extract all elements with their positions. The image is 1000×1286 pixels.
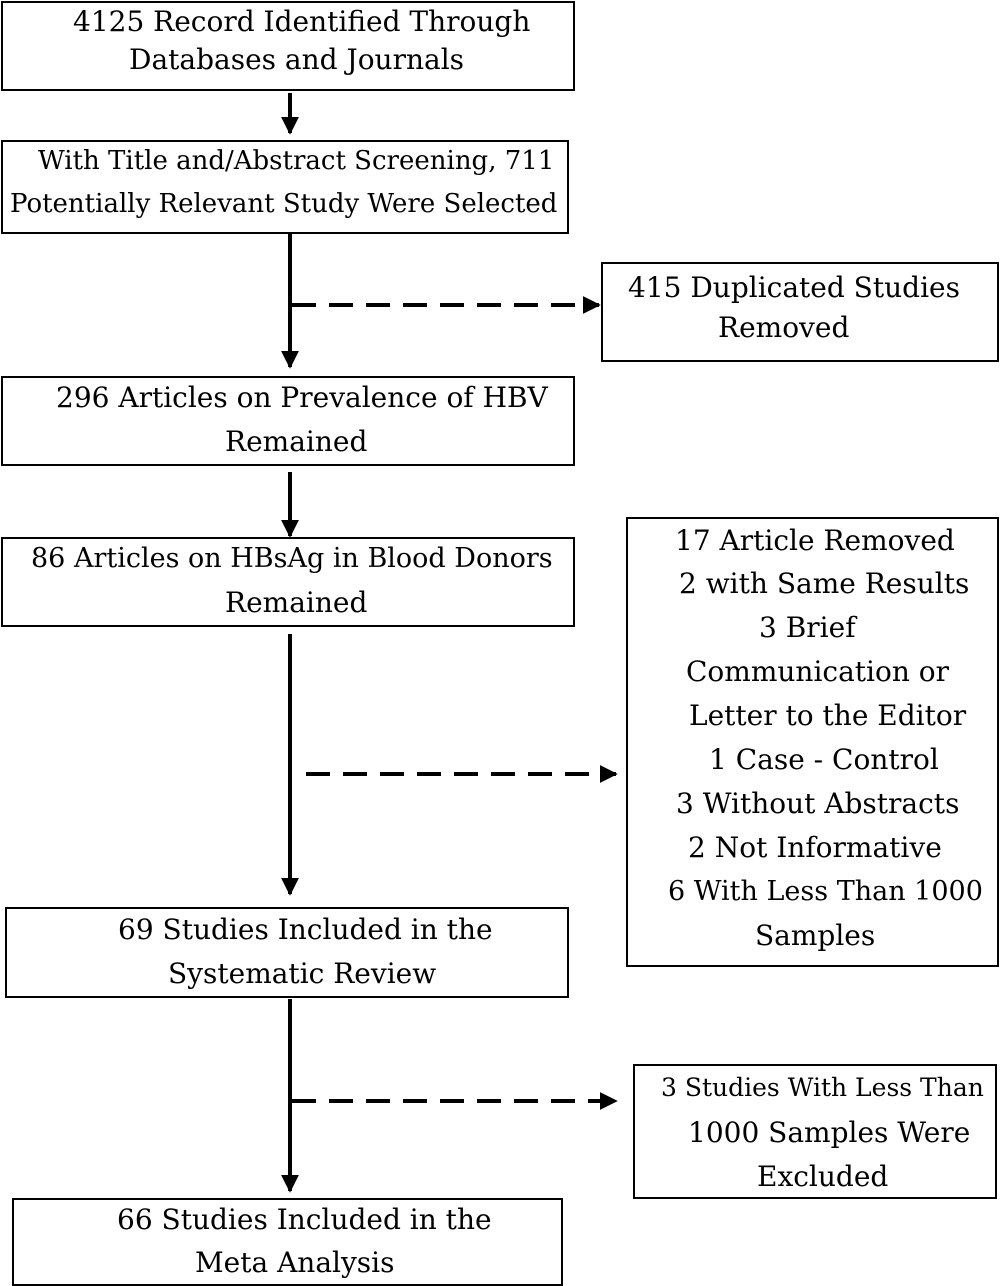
small-studies-line-2: 1000 Samples Were bbox=[688, 1116, 971, 1149]
meta-analysis-line-2: Meta Analysis bbox=[195, 1246, 395, 1279]
small-studies-line-1: 3 Studies With Less Than bbox=[661, 1073, 984, 1102]
hbv-prevalence-line-2: Remained bbox=[225, 425, 368, 458]
articles-removed-line-3: 3 Brief bbox=[759, 611, 856, 644]
systematic-review-box: 69 Studies Included in the Systematic Re… bbox=[5, 907, 569, 998]
meta-analysis-box: 66 Studies Included in the Meta Analysis bbox=[12, 1198, 563, 1286]
articles-removed-line-6: 1 Case - Control bbox=[709, 743, 939, 776]
articles-removed-line-2: 2 with Same Results bbox=[679, 567, 970, 600]
hbsag-line-1: 86 Articles on HBsAg in Blood Donors bbox=[31, 543, 553, 574]
duplicates-line-1: 415 Duplicated Studies bbox=[628, 271, 960, 304]
records-identified-box: 4125 Record Identified Through Databases… bbox=[1, 1, 575, 91]
small-studies-line-3: Excluded bbox=[757, 1160, 889, 1193]
hbsag-blood-donors-box: 86 Articles on HBsAg in Blood Donors Rem… bbox=[1, 537, 575, 627]
hbv-prevalence-line-1: 296 Articles on Prevalence of HBV bbox=[56, 381, 548, 414]
articles-removed-line-9: 6 With Less Than 1000 bbox=[668, 876, 983, 907]
articles-removed-box: 17 Article Removed 2 with Same Results 3… bbox=[626, 517, 999, 967]
articles-removed-line-4: Communication or bbox=[686, 655, 950, 688]
articles-removed-line-1: 17 Article Removed bbox=[675, 524, 955, 557]
small-studies-excluded-box: 3 Studies With Less Than 1000 Samples We… bbox=[633, 1064, 997, 1199]
records-identified-line-2: Databases and Journals bbox=[129, 43, 465, 76]
articles-removed-line-8: 2 Not Informative bbox=[688, 831, 942, 864]
articles-removed-line-5: Letter to the Editor bbox=[689, 699, 967, 732]
screening-line-2: Potentially Relevant Study Were Selected bbox=[10, 189, 558, 219]
records-identified-line-1: 4125 Record Identified Through bbox=[73, 5, 531, 38]
systematic-review-line-2: Systematic Review bbox=[168, 957, 437, 990]
hbv-prevalence-box: 296 Articles on Prevalence of HBV Remain… bbox=[1, 376, 575, 466]
title-abstract-screening-box: With Title and/Abstract Screening, 711 P… bbox=[1, 140, 569, 234]
duplicates-removed-box: 415 Duplicated Studies Removed bbox=[601, 262, 999, 362]
screening-line-1: With Title and/Abstract Screening, 711 bbox=[38, 146, 555, 176]
systematic-review-line-1: 69 Studies Included in the bbox=[118, 913, 493, 946]
hbsag-line-2: Remained bbox=[225, 586, 368, 619]
articles-removed-line-10: Samples bbox=[755, 919, 876, 952]
duplicates-line-2: Removed bbox=[718, 311, 850, 344]
articles-removed-line-7: 3 Without Abstracts bbox=[676, 787, 960, 820]
meta-analysis-line-1: 66 Studies Included in the bbox=[117, 1203, 492, 1236]
